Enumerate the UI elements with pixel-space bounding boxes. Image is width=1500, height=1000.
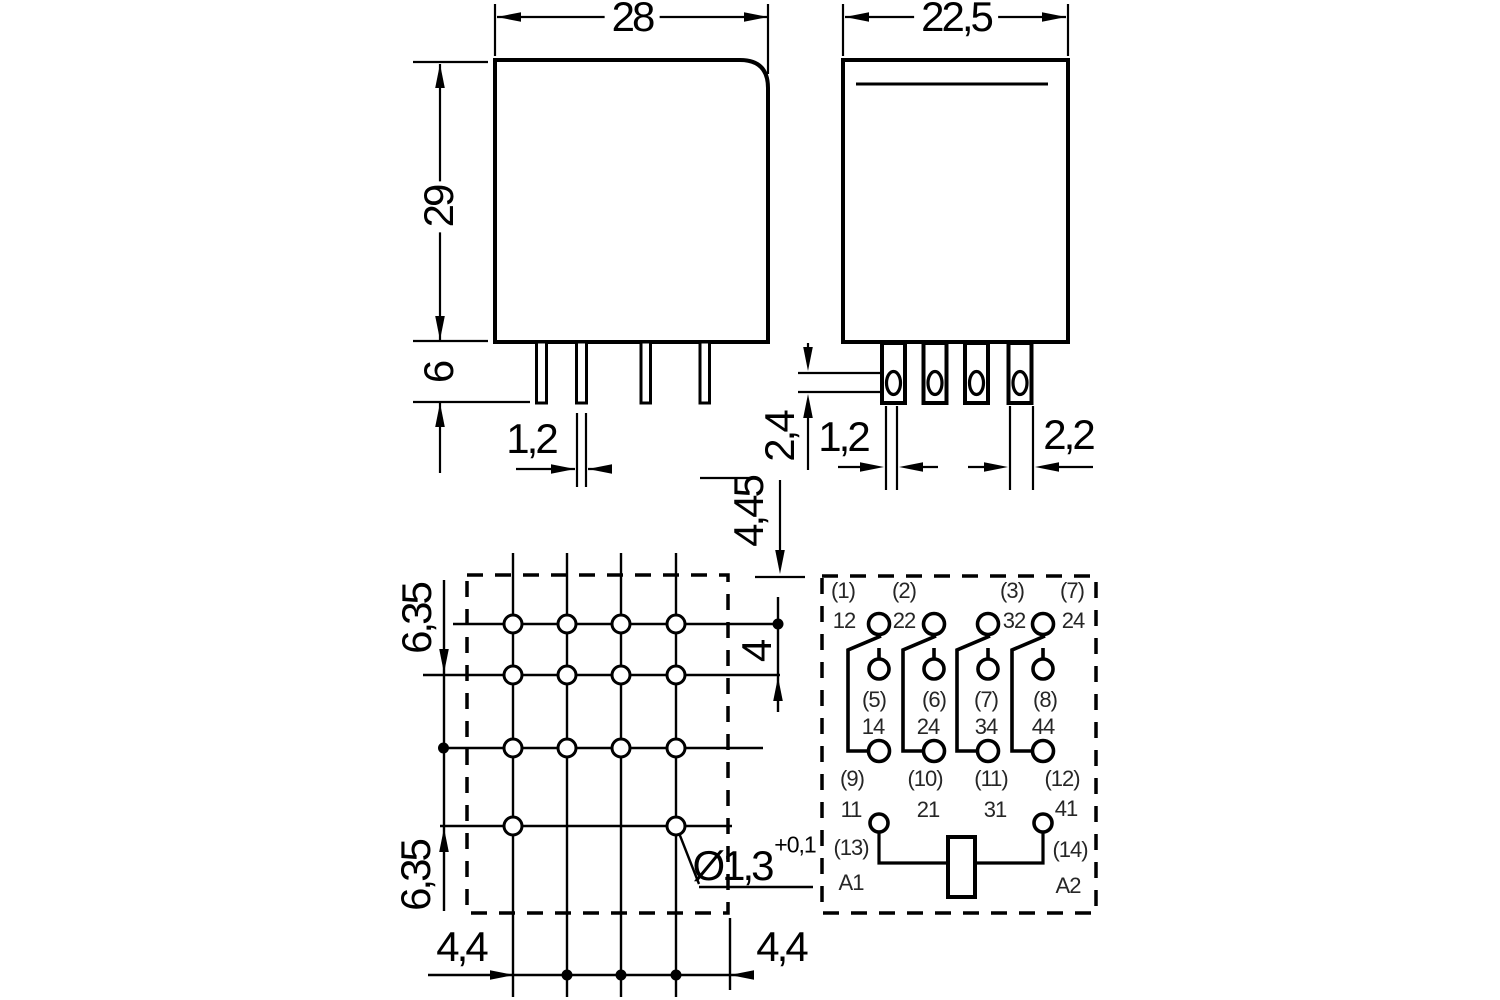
dim-layout-hole-diameter: Ø1,3 [692, 842, 774, 889]
dim-layout-row-pitch-small: 4 [733, 641, 780, 663]
dim-layout-hole-tolerance: +0,1 [774, 831, 816, 858]
label-no-1: 14 [861, 714, 886, 739]
label-common-3: 31 [983, 797, 1008, 822]
label-pin-top-4: (7) [1060, 578, 1085, 603]
label-coil-a1: A1 [838, 870, 865, 895]
dim-layout-edge-left: 4,4 [436, 923, 488, 970]
front-view [413, 4, 770, 487]
label-pin-mid-4: (8) [1033, 687, 1058, 712]
front-case-outline [493, 58, 770, 344]
dim-layout-edge-right: 4,4 [756, 923, 808, 970]
label-pin-bot-2: (10) [907, 766, 943, 791]
pin-layout-view [423, 553, 813, 997]
label-coil-a2: A2 [1055, 873, 1082, 898]
contact-arms [846, 634, 1046, 753]
dim-front-pin-length: 6 [415, 357, 462, 389]
label-pin-mid-1: (5) [862, 687, 887, 712]
dim-front-height: 29 [415, 181, 462, 233]
front-pins [535, 340, 711, 405]
side-pins [880, 341, 1034, 405]
side-view-arrowheads [775, 12, 1066, 574]
label-common-1: 11 [840, 797, 863, 822]
label-coil-pin-left: (13) [833, 835, 869, 860]
circuit-diagram [820, 574, 1098, 915]
side-view-dimension-lines [700, 4, 1093, 579]
dim-layout-row-pitch-top: 6,35 [393, 584, 440, 654]
label-pin-bot-1: (9) [840, 766, 865, 791]
coil-wires [877, 832, 1045, 865]
label-pin-bot-3: (11) [974, 766, 1008, 791]
label-pin-mid-3: (7) [974, 687, 999, 712]
label-no-4: 44 [1031, 714, 1056, 739]
label-pin-top-1: (1) [831, 578, 856, 603]
contact-terminals [866, 611, 1056, 834]
dim-side-slot-height: 2,4 [756, 412, 803, 462]
label-nc-2: 22 [892, 608, 917, 633]
label-nc-3: 32 [1002, 608, 1027, 633]
label-pin-mid-2: (6) [922, 687, 947, 712]
label-no-2: 24 [916, 714, 941, 739]
dim-front-pin-width: 1,2 [506, 415, 558, 462]
label-nc-1: 12 [832, 608, 857, 633]
dim-side-pin-thickness: 1,2 [818, 413, 870, 460]
label-nc-4: 24 [1061, 608, 1086, 633]
coil-symbol [946, 835, 977, 899]
side-view [700, 4, 1093, 579]
label-no-3: 34 [974, 714, 999, 739]
label-common-4: 41 [1054, 796, 1079, 821]
side-pin-holes [884, 369, 1029, 397]
label-pin-top-2: (2) [892, 578, 917, 603]
front-view-arrowheads [435, 12, 768, 474]
label-common-2: 21 [916, 797, 941, 822]
dim-side-pin-to-board: 4,45 [725, 477, 772, 547]
dim-side-width: 22,5 [914, 0, 998, 38]
pin-layout-arrowheads [438, 618, 784, 981]
dim-layout-row-pitch-bottom: 6,35 [392, 841, 439, 911]
dim-side-pin-width: 2,2 [1043, 411, 1095, 458]
pin-layout-holes [502, 613, 687, 837]
dim-front-width: 28 [604, 0, 660, 38]
pin-layout-dashed-border [465, 573, 730, 915]
label-pin-top-3: (3) [1000, 578, 1025, 603]
label-coil-pin-right: (14) [1052, 837, 1088, 862]
side-case-outline [841, 58, 1070, 344]
label-pin-bot-4: (12) [1044, 766, 1080, 791]
